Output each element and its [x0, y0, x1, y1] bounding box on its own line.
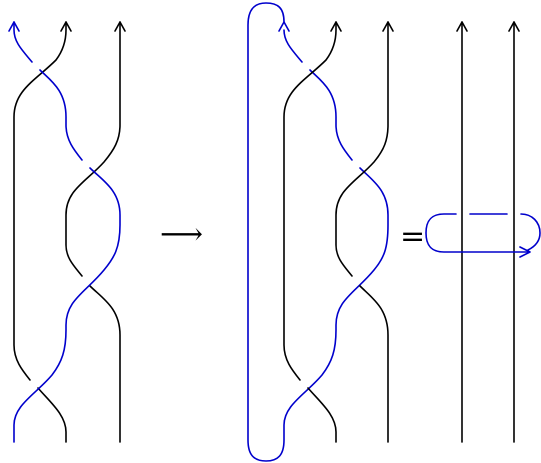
left-braid — [8, 21, 126, 443]
closure-loop-strand — [247, 2, 389, 462]
long-right-arrow-icon: ⟶ — [160, 217, 203, 252]
left-braid-blue-strand — [13, 21, 121, 443]
up-arrowhead-icon — [456, 21, 468, 32]
up-arrowhead-icon — [382, 21, 394, 32]
up-arrowhead-icon — [330, 21, 342, 32]
closed-braid-black-strand-a — [283, 21, 337, 443]
encircling-loop — [425, 213, 541, 253]
up-arrowhead-icon — [114, 21, 126, 32]
up-arrowhead-icon — [8, 21, 20, 32]
encircled-strands — [425, 21, 541, 443]
up-arrowhead-icon — [508, 21, 520, 32]
up-arrowhead-icon — [60, 21, 72, 32]
closed-braid — [247, 2, 394, 462]
right-arrowhead-icon — [519, 246, 531, 258]
up-arrowhead-icon — [278, 21, 290, 32]
closed-braid-black-strand-b — [335, 21, 389, 443]
left-braid-black-strand-b — [65, 21, 121, 443]
left-braid-black-strand-a — [13, 21, 67, 443]
equals-sign-icon: = — [400, 219, 425, 254]
